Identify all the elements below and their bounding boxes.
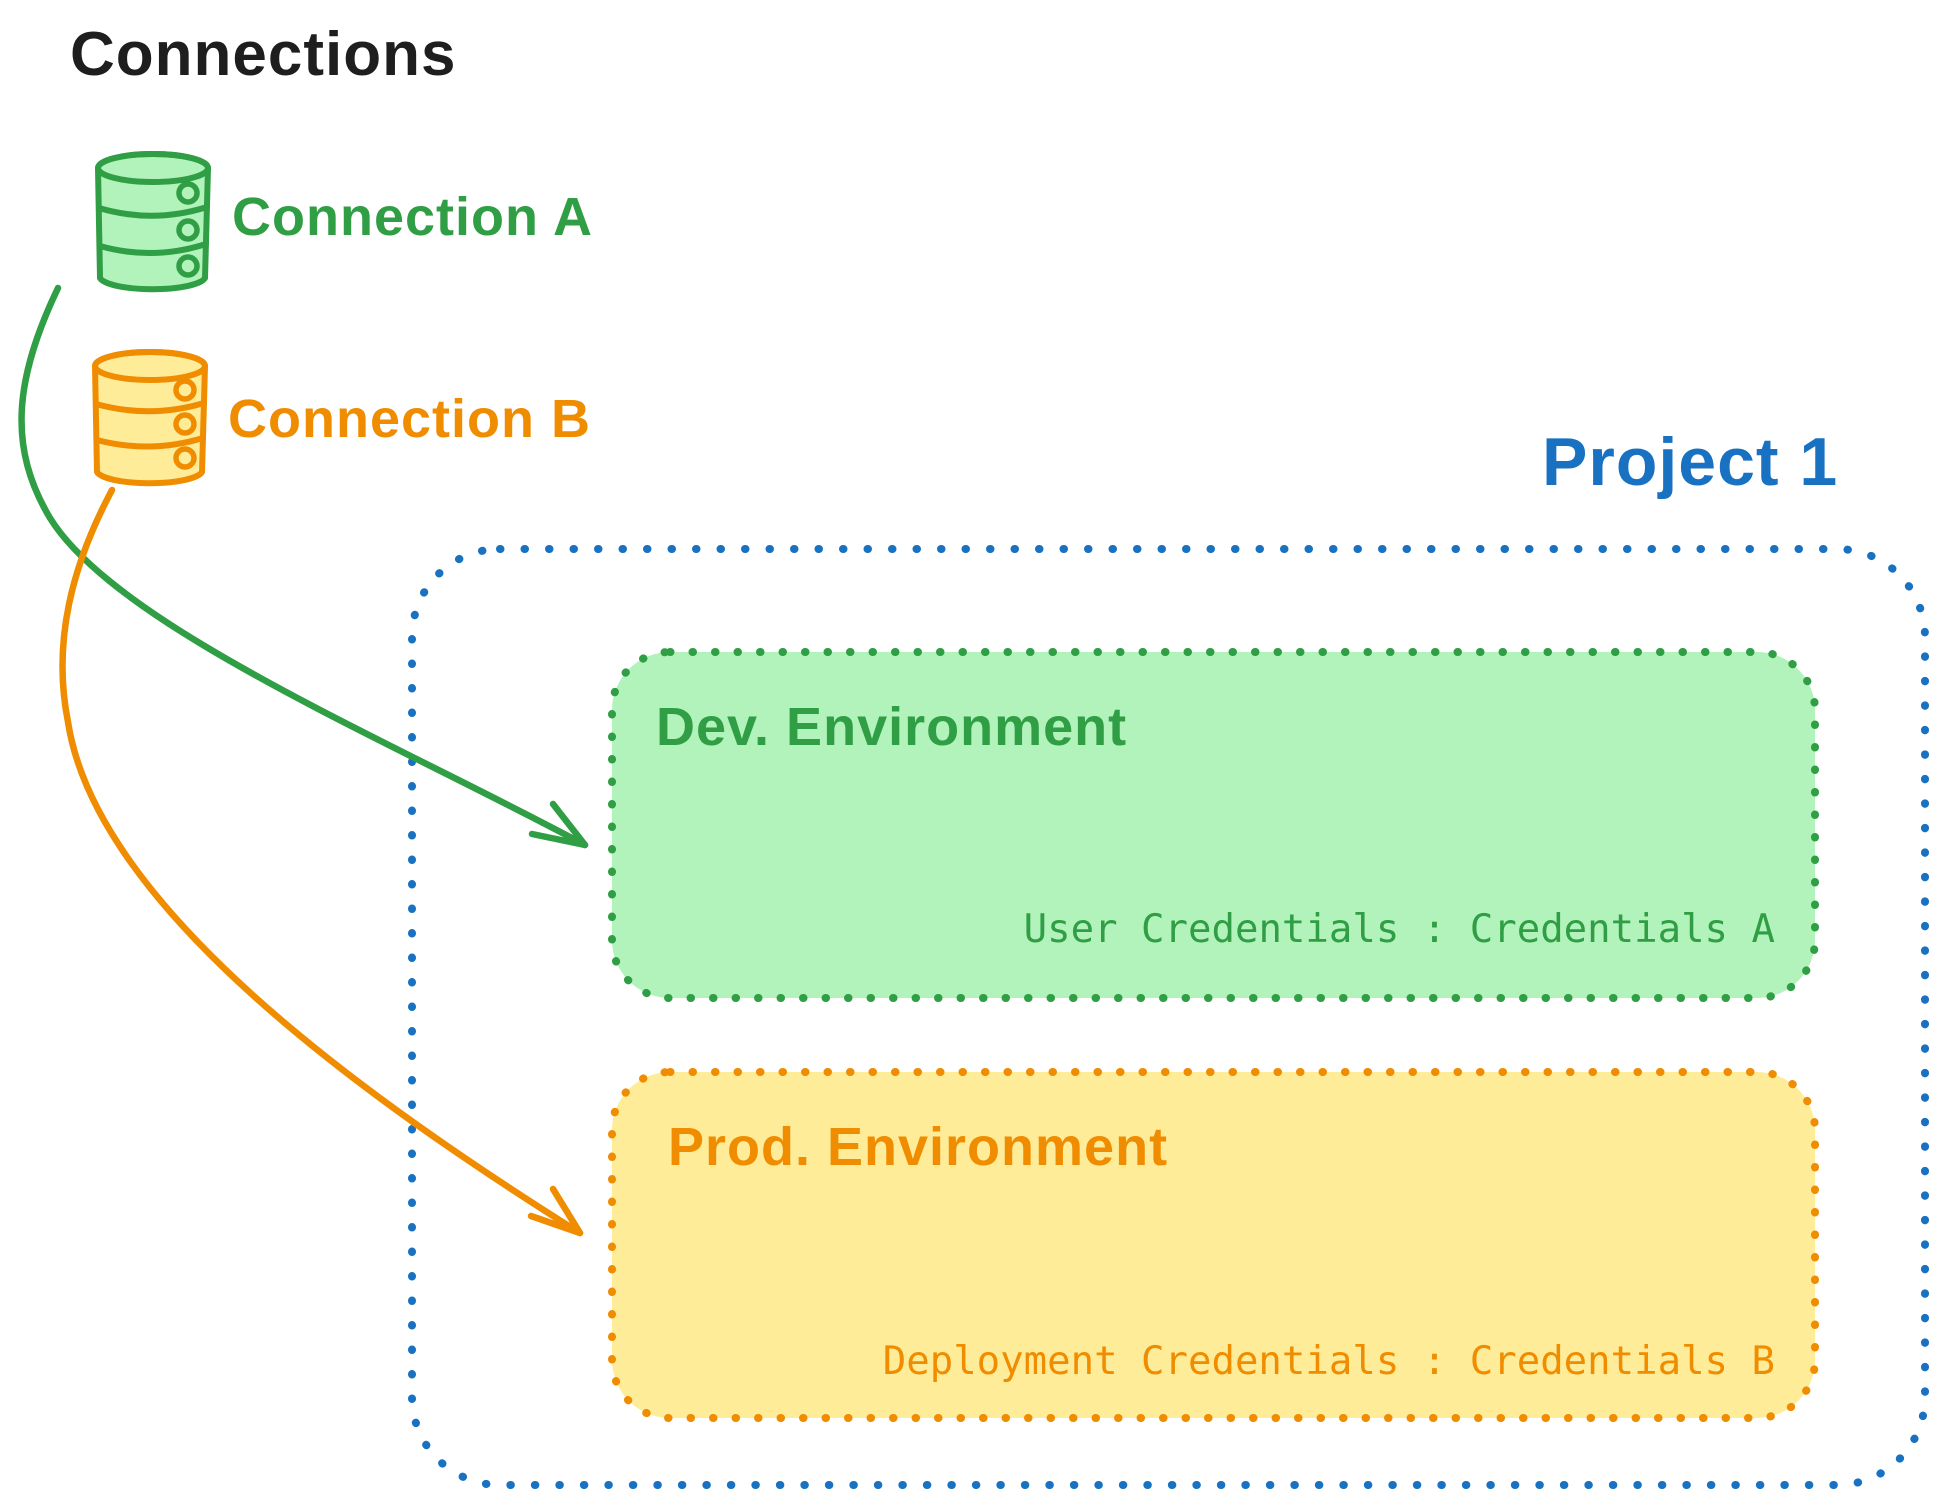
- arrow-head: [528, 800, 589, 849]
- database-icon: [95, 151, 211, 293]
- prod-environment-title: Prod. Environment: [668, 1117, 1169, 1177]
- connection-b-label: Connection B: [228, 389, 591, 449]
- arrow-head: [527, 1185, 584, 1237]
- database-divider: [94, 435, 206, 450]
- connection-a-label: Connection A: [232, 187, 593, 247]
- prod-environment-box: [608, 1068, 1819, 1422]
- arrow-connection-b-to-prod-environment: [59, 486, 584, 1237]
- database-dot: [176, 218, 200, 242]
- database-icon: [92, 349, 208, 487]
- connections-title: Connections: [70, 20, 457, 89]
- database-divider: [96, 204, 210, 219]
- database-divider: [97, 241, 209, 257]
- database-divider: [93, 400, 207, 415]
- database-top: [95, 151, 211, 185]
- arrow-connection-a-to-dev-environment: [18, 284, 589, 849]
- dev-environment-title: Dev. Environment: [656, 697, 1128, 757]
- dev-environment-credentials: User Credentials : Credentials A: [1023, 907, 1775, 952]
- project-1-container: [408, 545, 1929, 1489]
- database-dot: [173, 378, 197, 402]
- arrow-shaft: [18, 284, 589, 849]
- prod-environment-credentials: Deployment Credentials : Credentials B: [882, 1339, 1775, 1384]
- database-dot: [176, 254, 200, 278]
- database-top: [92, 349, 208, 383]
- dev-environment-box: [608, 648, 1819, 1002]
- arrow-shaft: [59, 486, 584, 1237]
- database-dot: [176, 181, 200, 205]
- project-title: Project 1: [1542, 424, 1839, 500]
- database-dot: [173, 412, 197, 436]
- database-dot: [173, 446, 197, 470]
